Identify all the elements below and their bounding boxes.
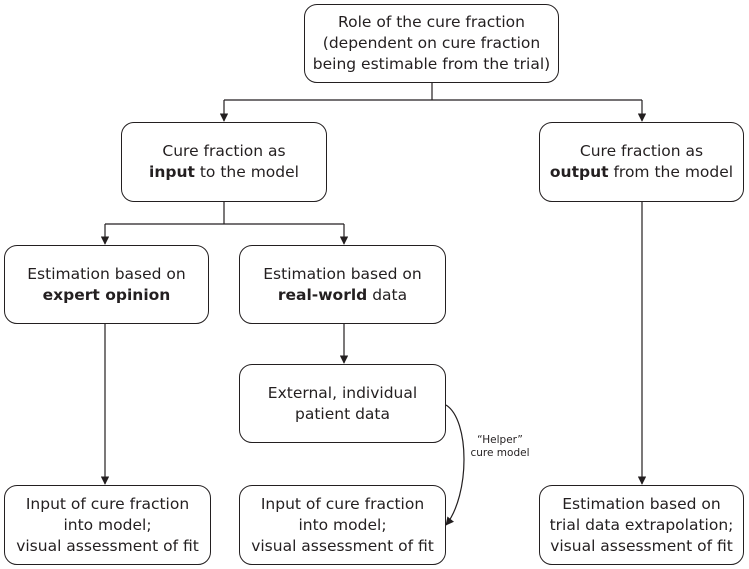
output-node: Cure fraction as output from the model <box>539 122 744 202</box>
root-line-2: (dependent on cure fraction <box>322 34 541 52</box>
helper-cure-model-label: “Helper” cure model <box>462 434 538 460</box>
extrap-line-1: Estimation based on <box>562 494 721 513</box>
input-line-1: Cure fraction as <box>162 142 286 160</box>
input-node: Cure fraction as input to the model <box>121 122 327 202</box>
fit-mid-line-1: Input of cure fraction <box>260 494 425 513</box>
arrow-helper-cure-model <box>445 404 465 526</box>
expert-line-1: Estimation based on <box>27 264 186 283</box>
input-rest: to the model <box>194 163 299 181</box>
realworld-rest: data <box>367 285 408 304</box>
fit-mid-line-2: into model; <box>298 515 387 534</box>
expert-opinion-node: Estimation based on expert opinion <box>4 245 209 324</box>
real-world-node: Estimation based on real-world data <box>239 245 446 324</box>
fit-mid-line-3: visual assessment of fit <box>251 536 434 555</box>
root-line-1: Role of the cure fraction <box>338 13 525 31</box>
fit-left-line-3: visual assessment of fit <box>16 536 199 555</box>
output-line-2: output from the model <box>550 162 733 183</box>
extrap-line-2: trial data extrapolation; <box>549 515 734 534</box>
helper-label-line-1: “Helper” <box>477 434 523 446</box>
input-fit-node-middle: Input of cure fraction into model; visua… <box>239 485 446 565</box>
external-line-2: patient data <box>295 404 390 423</box>
root-line-3: being estimable from the trial) <box>312 55 551 73</box>
realworld-line-2: real-world data <box>278 285 407 306</box>
fit-left-line-1: Input of cure fraction <box>25 494 190 513</box>
input-bold-word: input <box>149 163 195 181</box>
input-fit-node-left: Input of cure fraction into model; visua… <box>4 485 211 565</box>
realworld-line-1: Estimation based on <box>263 264 422 283</box>
trial-extrapolation-node: Estimation based on trial data extrapola… <box>539 485 744 565</box>
expert-bold-word: expert opinion <box>42 285 171 304</box>
fit-left-line-2: into model; <box>63 515 152 534</box>
root-node: Role of the cure fraction (dependent on … <box>304 4 559 83</box>
output-bold-word: output <box>549 163 609 181</box>
expert-line-2: expert opinion <box>43 285 171 306</box>
realworld-bold-word: real-world <box>277 285 368 304</box>
external-data-node: External, individual patient data <box>239 364 446 443</box>
helper-label-line-2: cure model <box>470 447 530 459</box>
input-line-2: input to the model <box>149 162 299 183</box>
output-rest: from the model <box>608 163 734 181</box>
extrap-line-3: visual assessment of fit <box>550 536 733 555</box>
external-line-1: External, individual <box>267 383 418 402</box>
output-line-1: Cure fraction as <box>579 142 704 160</box>
